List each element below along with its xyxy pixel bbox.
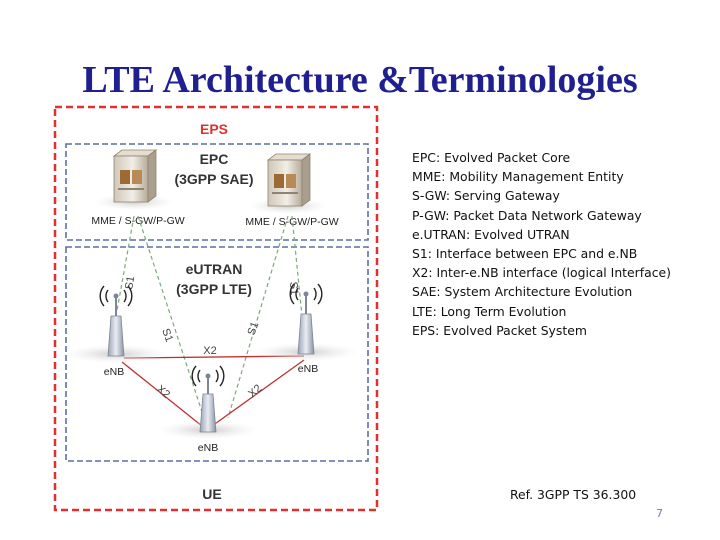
gateway-left-server <box>94 149 174 210</box>
architecture-svg: EPS EPC (3GPP SAE) eUTRAN (3GPP LTE) MME… <box>53 105 379 512</box>
reference-note: Ref. 3GPP TS 36.300 <box>510 487 637 502</box>
enb-bottom-label: eNB <box>198 442 218 454</box>
definition-item: e.UTRAN: Evolved UTRAN <box>412 226 570 242</box>
definitions-list: EPC: Evolved Packet Core MME: Mobility M… <box>412 148 671 340</box>
definition-item: P-GW: Packet Data Network Gateway <box>412 207 642 223</box>
slide-title: LTE Architecture &Terminologies <box>82 59 638 101</box>
enb-bottom-tower <box>158 365 258 439</box>
gateway-left-label: MME / S-GW/P-GW <box>91 215 184 227</box>
s1-label-left-inner: S1 <box>159 327 175 344</box>
definition-item: S1: Interface between EPC and e.NB <box>412 246 638 262</box>
epc-boundary <box>65 143 369 241</box>
enb-right-tower <box>254 283 358 361</box>
s1-link-left-inner <box>137 215 205 419</box>
definition-item: EPC: Evolved Packet Core <box>412 150 571 165</box>
enb-left-label: eNB <box>104 366 124 378</box>
x2-label-top: X2 <box>203 345 216 357</box>
enb-left-tower <box>64 285 168 363</box>
s1-link-right-outer <box>291 215 303 317</box>
definition-item: SAE: System Architecture Evolution <box>412 284 633 300</box>
eps-label: EPS <box>200 121 228 137</box>
x2-link-right <box>211 359 305 427</box>
definition-item: EPS: Evolved Packet System <box>412 322 587 338</box>
ue-label: UE <box>202 486 221 502</box>
definition-item: MME: Mobility Management Entity <box>412 169 624 185</box>
gateway-right-server <box>248 153 328 214</box>
lte-architecture-diagram: EPS EPC (3GPP SAE) eUTRAN (3GPP LTE) MME… <box>52 104 382 514</box>
enb-right-label: eNB <box>298 363 318 375</box>
page-number: 7 <box>656 507 663 520</box>
eutran-label: eUTRAN <box>186 261 243 277</box>
definition-item: X2: Inter-e.NB interface (logical Interf… <box>412 265 671 281</box>
s1-links <box>115 215 303 419</box>
s1-label-right-inner: S1 <box>246 320 262 337</box>
s1-link-left-outer <box>115 215 135 317</box>
epc-label: EPC <box>200 151 229 167</box>
eps-boundary <box>53 105 379 512</box>
eutran-boundary <box>65 246 369 462</box>
x2-link-left <box>121 361 203 427</box>
gateway-right-label: MME / S-GW/P-GW <box>245 216 338 228</box>
s1-label-left-outer: S1 <box>123 275 137 290</box>
epc-sublabel: (3GPP SAE) <box>174 171 253 187</box>
definition-item: LTE: Long Term Evolution <box>412 303 567 319</box>
x2-label-left: X2 <box>154 383 172 401</box>
eutran-sublabel: (3GPP LTE) <box>176 281 252 297</box>
x2-label-right: X2 <box>246 382 264 400</box>
s1-link-right-inner <box>227 215 289 419</box>
definition-item: S-GW: Serving Gateway <box>412 188 560 204</box>
